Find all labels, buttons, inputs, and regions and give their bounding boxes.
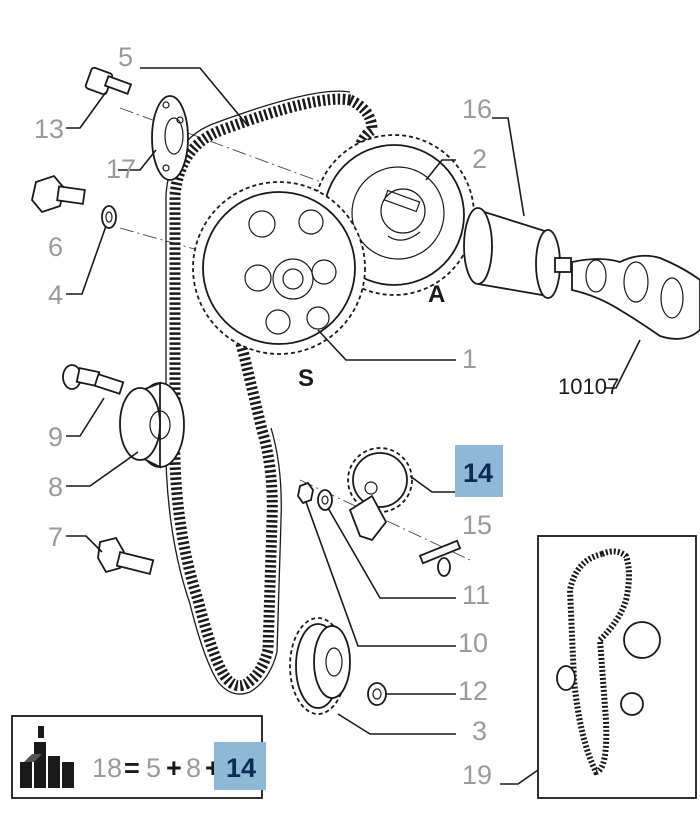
coupling-16 [463,207,572,299]
marker-s: S [298,365,314,392]
label-13: 13 [34,114,64,144]
cap-12 [367,682,387,706]
label-14: 14 [463,458,493,488]
label-17: 17 [106,154,136,184]
drive-pulley [192,181,366,355]
tensioner-14 [347,447,413,542]
label-3: 3 [472,716,487,746]
bolt-13 [84,66,133,96]
label-7: 7 [48,522,63,552]
part-labels: 5 13 17 6 4 9 8 7 16 2 1 10107 14 15 11 … [34,42,619,790]
label-6: 6 [48,232,63,262]
kit-term1: 5 [146,753,161,783]
kit-lhs: 18 [92,753,122,783]
bolt-6 [31,174,86,214]
washer-11 [317,489,333,511]
label-1: 1 [462,344,477,374]
label-12: 12 [458,676,488,706]
label-5: 5 [118,42,133,72]
crankshaft-pulley-3 [289,617,351,715]
label-10107: 10107 [558,374,619,399]
label-4: 4 [48,280,63,310]
leader-lines [66,67,641,785]
kit-equals: = [124,753,140,783]
label-19: 19 [462,760,492,790]
label-2: 2 [472,144,487,174]
stud-15 [418,539,462,577]
kit-highlight-box [214,742,266,790]
label-8: 8 [48,472,63,502]
kit-plus1: + [166,753,182,783]
kit-term3: 14 [226,753,256,783]
marker-a: A [428,281,445,308]
kit-term2: 8 [186,753,201,783]
label-9: 9 [48,422,63,452]
washer-4 [101,205,117,229]
inset-overview [537,535,697,799]
kit-icon [20,726,74,788]
label-15: 15 [462,510,492,540]
camshaft-10107 [571,254,700,340]
bolt-9 [62,364,125,395]
label-11: 11 [462,580,490,610]
bolt-7 [97,536,155,575]
kit-equation: 18 = 5 + 8 + 14 [11,715,266,799]
label-16: 16 [462,94,492,124]
label-10: 10 [458,628,488,658]
flange-17 [151,95,189,181]
idler-pulley-8 [119,381,185,469]
nut-10 [297,481,314,505]
highlight-box-14 [455,445,503,497]
